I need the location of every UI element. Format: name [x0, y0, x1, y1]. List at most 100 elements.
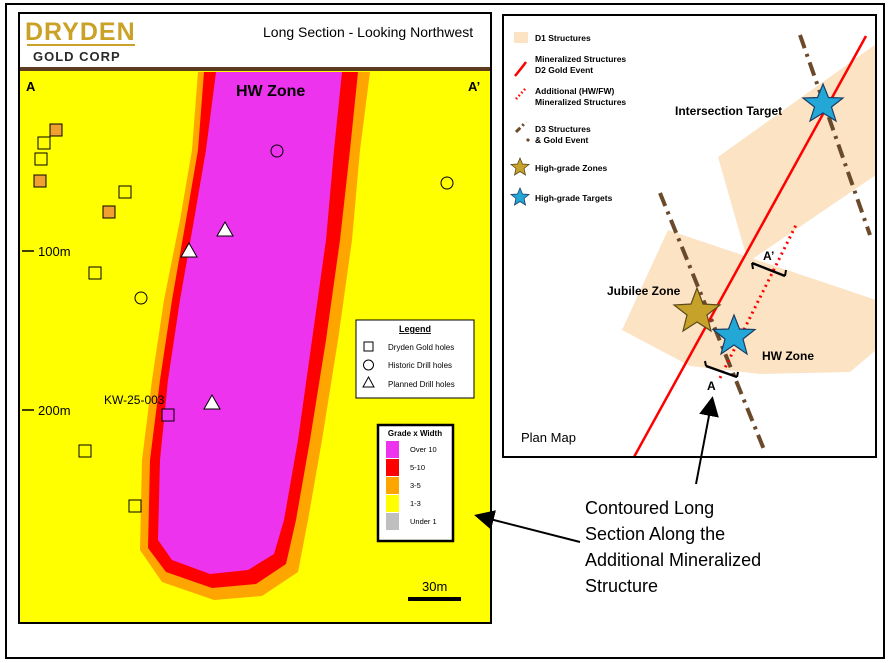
logo-wordmark: DRYDEN: [25, 18, 136, 46]
intersection-target-label: Intersection Target: [675, 104, 782, 118]
high-grade-target-star-icon: [711, 313, 757, 356]
legend-label: Dryden Gold holes: [388, 343, 454, 352]
plan-map-panel: A’ A Intersection Target Jubilee Zone HW…: [502, 14, 877, 485]
grade-swatch: [386, 495, 399, 512]
plan-map-legend: D1 Structures Mineralized Structures D2 …: [509, 32, 629, 206]
drill-hole-square-icon: [88, 266, 102, 280]
depth-label-100m: 100m: [38, 244, 71, 259]
callout-line: Contoured Long: [585, 498, 714, 518]
brown-dashdot-line-icon: [514, 120, 528, 134]
planned-drill-holes: [180, 220, 234, 410]
drill-hole-square-icon: [49, 123, 63, 137]
legend-square-icon: [363, 341, 374, 352]
callout-line: Structure: [585, 576, 658, 596]
plan-map-label: Plan Map: [521, 430, 576, 445]
drill-hole-triangle-icon: [203, 393, 221, 410]
additional-mineralized-structure-line: [718, 224, 798, 379]
legend-triangle-icon: [362, 375, 375, 388]
grade-swatch: [386, 441, 399, 458]
callout-line: Additional Mineralized: [585, 550, 761, 570]
section-label-a: A: [707, 379, 716, 393]
drill-hole-square-icon: [37, 136, 51, 150]
callout-line: Section Along the: [585, 524, 725, 544]
drill-hole-square-icon: [78, 444, 92, 458]
logo-subtitle: GOLD CORP: [33, 49, 121, 64]
grade-swatch: [386, 513, 399, 530]
grade-legend: Grade x Width Over 10 5-10 3-5 1-3 Under…: [376, 423, 455, 543]
high-grade-target-star-icon: [801, 82, 845, 123]
plan-legend-label: D1 Structures: [535, 33, 591, 43]
section-bracket-a: [705, 364, 738, 379]
red-line-icon: [514, 61, 527, 77]
drill-hole-circle-icon: [134, 291, 148, 305]
plan-legend-line: D3 Structures: [535, 124, 591, 134]
plan-legend-label: High-grade Zones: [535, 163, 608, 173]
grade-label: 3-5: [410, 481, 421, 490]
brown-dashdot-line-icon: [525, 137, 531, 143]
drill-hole-circle-icon: [440, 176, 454, 190]
drill-hole-legend: Legend Dryden Gold holes Historic Drill …: [355, 319, 475, 399]
section-bracket-ticks: [751, 262, 787, 277]
drill-hole-square-icon: [34, 152, 48, 166]
plan-legend-line: Mineralized Structures: [535, 54, 626, 64]
legend-box: [355, 319, 475, 399]
drill-hole-square-icon: [33, 174, 47, 188]
drill-hole-triangle-icon: [180, 241, 198, 258]
callout: Contoured Long Section Along the Additio…: [474, 498, 766, 596]
plan-legend-line: & Gold Event: [535, 135, 589, 145]
drill-hole-circle-icon: [270, 144, 284, 158]
historic-drill-holes: [134, 144, 454, 305]
scale-label: 30m: [422, 579, 447, 594]
beige-box-icon: [514, 32, 528, 43]
plan-pointer-arrow: [695, 396, 719, 485]
grade-swatch: [386, 477, 399, 494]
plan-legend-line: Additional (HW/FW): [535, 86, 614, 96]
legend-title: Legend: [399, 324, 431, 334]
drill-hole-square-icon: [102, 205, 116, 219]
section-end-a-prime: A’: [468, 79, 480, 94]
long-section-border: [18, 12, 492, 624]
drill-hole-square-icon: [161, 408, 175, 422]
grade-label: 5-10: [410, 463, 425, 472]
grade-swatch: [386, 459, 399, 476]
grade-legend-title: Grade x Width: [388, 429, 442, 438]
section-label-a-prime: A’: [763, 249, 774, 263]
hw-zone-plan-label: HW Zone: [762, 349, 814, 363]
plan-map-border: [502, 14, 877, 458]
hw-zone-label: HW Zone: [236, 83, 305, 100]
plan-legend-label: Mineralized Structures D2 Gold Event: [535, 54, 629, 75]
plan-legend-line: Mineralized Structures: [535, 97, 626, 107]
drill-hole-square-icon: [128, 499, 142, 513]
long-section-panel: DRYDEN GOLD CORP Long Section - Looking …: [18, 12, 492, 624]
jubilee-zone-label: Jubilee Zone: [607, 284, 681, 298]
plan-legend-label: Additional (HW/FW) Mineralized Structure…: [535, 86, 626, 107]
plan-legend-line: D2 Gold Event: [535, 65, 593, 75]
drill-hole-triangle-icon: [216, 220, 234, 237]
depth-label-200m: 200m: [38, 403, 71, 418]
red-dotted-line-icon: [515, 87, 527, 100]
section-bracket-ticks: [704, 360, 739, 378]
d3-structure-line: [658, 192, 767, 453]
plan-legend-label: D3 Structures & Gold Event: [535, 124, 593, 145]
section-title: Long Section - Looking Northwest: [263, 24, 473, 40]
grade-label: 1-3: [410, 499, 421, 508]
callout-arrow: [474, 510, 581, 543]
legend-label: Planned Drill holes: [388, 380, 455, 389]
dryden-drill-holes: [33, 123, 175, 513]
d1-structure-band: [622, 230, 875, 374]
drill-hole-square-icon: [118, 185, 132, 199]
legend-label: Historic Drill holes: [388, 361, 452, 370]
plan-legend-label: High-grade Targets: [535, 193, 613, 203]
grade-zone-over-10: [158, 72, 342, 574]
legend-circle-icon: [363, 359, 374, 371]
high-grade-zone-star-icon: [672, 286, 722, 333]
grade-label: Under 1: [410, 517, 437, 526]
header-band: [19, 13, 491, 68]
gold-star-icon: [509, 156, 531, 176]
drill-hole-label: KW-25-003: [104, 393, 165, 407]
grade-label: Over 10: [410, 445, 437, 454]
callout-text: Contoured Long Section Along the Additio…: [585, 498, 766, 596]
section-end-a: A: [26, 79, 36, 94]
